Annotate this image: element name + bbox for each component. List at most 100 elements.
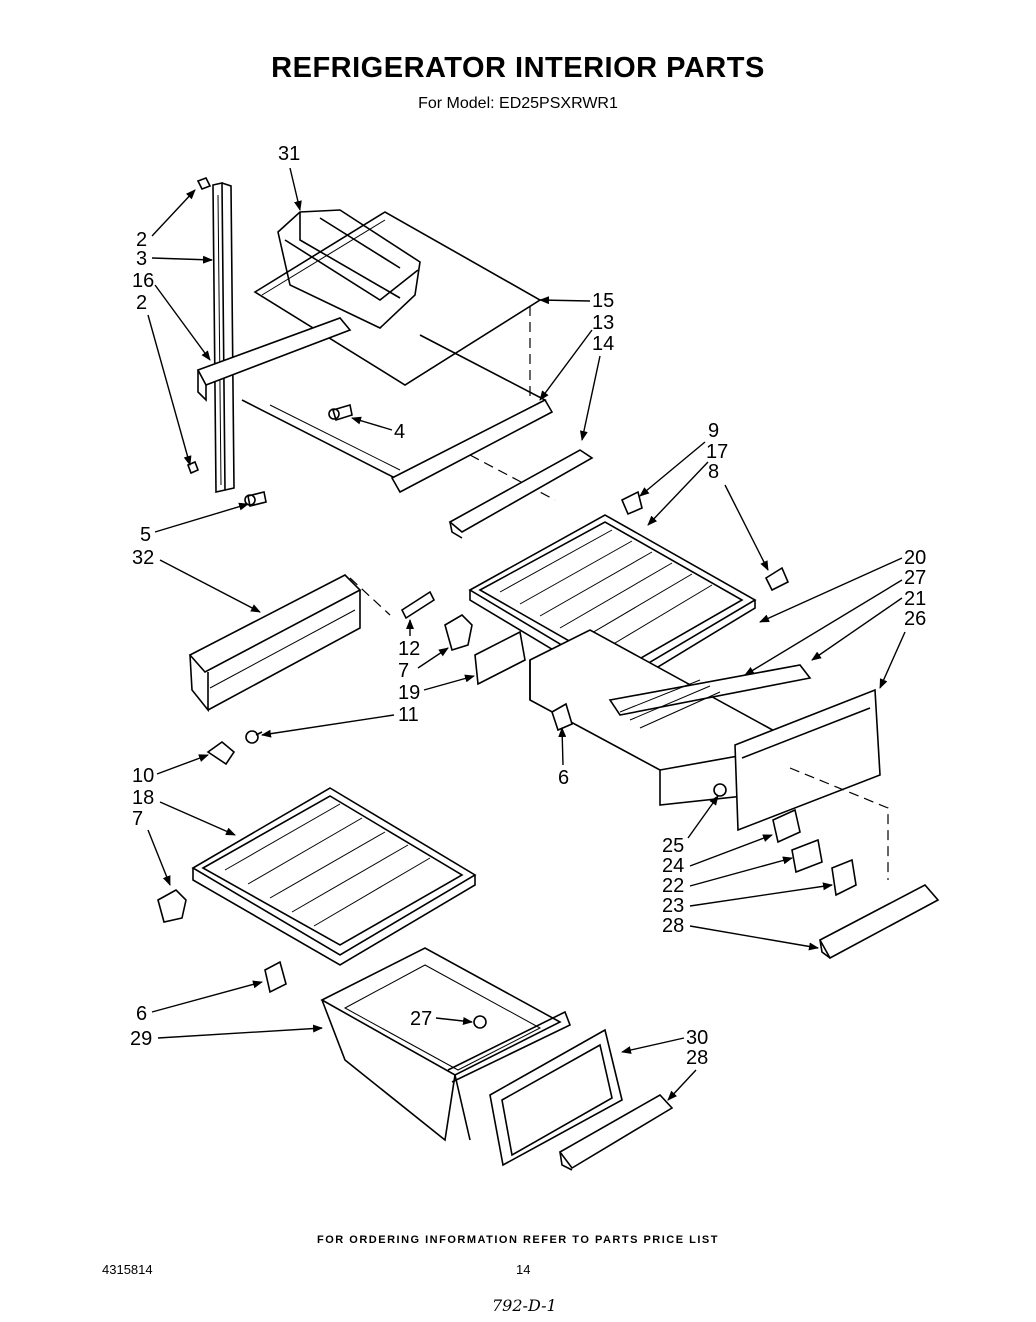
svg-text:22: 22 xyxy=(662,875,684,897)
svg-text:14: 14 xyxy=(592,333,614,355)
svg-text:27: 27 xyxy=(904,567,926,589)
callout-9: 9 xyxy=(639,420,719,497)
svg-text:18: 18 xyxy=(132,787,154,809)
rivet-part-11 xyxy=(245,730,263,744)
shelf-frame-part-13 xyxy=(196,317,556,501)
callout-7-lower: 7 xyxy=(132,808,171,886)
svg-text:8: 8 xyxy=(708,461,719,483)
callout-10: 10 xyxy=(132,754,209,787)
control-parts-24-23-22 xyxy=(713,783,857,897)
svg-text:17: 17 xyxy=(706,441,728,463)
bracket-part-19 xyxy=(474,630,526,686)
callout-27: 27 xyxy=(744,567,926,676)
svg-text:19: 19 xyxy=(398,682,420,704)
callout-3: 3 xyxy=(136,248,213,270)
callout-8: 8 xyxy=(708,461,769,571)
crisper-drawer-part-29 xyxy=(320,947,572,1142)
svg-text:30: 30 xyxy=(686,1027,708,1049)
callout-6-lower: 6 xyxy=(136,980,263,1025)
callout-11: 11 xyxy=(261,704,419,738)
callout-29: 29 xyxy=(130,1024,323,1050)
svg-text:25: 25 xyxy=(662,835,684,857)
trim-part-28-right xyxy=(818,883,940,960)
callout-19: 19 xyxy=(398,674,475,704)
svg-text:4: 4 xyxy=(394,421,405,443)
svg-text:2: 2 xyxy=(136,292,147,314)
hinge-part-10 xyxy=(206,740,236,766)
callout-23: 23 xyxy=(662,882,833,917)
drawer-part-20 xyxy=(529,629,812,806)
callout-22: 22 xyxy=(662,856,793,897)
callout-17: 17 xyxy=(647,441,728,526)
handwritten-code: 792-D-1 xyxy=(492,1296,557,1315)
callout-12: 12 xyxy=(398,619,420,660)
screw-part-5 xyxy=(244,491,267,507)
callout-26: 26 xyxy=(879,608,926,689)
ordering-note: FOR ORDERING INFORMATION REFER TO PARTS … xyxy=(317,1234,719,1246)
callout-31: 31 xyxy=(278,143,302,211)
svg-text:9: 9 xyxy=(708,420,719,442)
screw-part-27-lower xyxy=(473,1015,487,1029)
page-title: REFRIGERATOR INTERIOR PARTS xyxy=(271,52,765,84)
svg-text:28: 28 xyxy=(662,915,684,937)
callout-2-top: 2 xyxy=(136,189,196,251)
cover-part-32 xyxy=(188,574,391,713)
callout-24: 24 xyxy=(662,834,773,877)
svg-text:10: 10 xyxy=(132,765,154,787)
callout-30: 30 xyxy=(621,1027,708,1054)
clip-part-6-lower xyxy=(264,960,287,994)
svg-text:12: 12 xyxy=(398,638,420,660)
callout-21: 21 xyxy=(811,588,926,661)
callout-28-lower: 28 xyxy=(667,1047,708,1101)
callout-15: 15 xyxy=(539,290,614,312)
callout-25: 25 xyxy=(662,795,719,857)
svg-text:16: 16 xyxy=(132,270,154,292)
callout-27-lower: 27 xyxy=(410,1008,473,1030)
callout-18: 18 xyxy=(132,787,236,836)
callout-6-middle: 6 xyxy=(558,727,569,789)
svg-text:5: 5 xyxy=(140,524,151,546)
svg-text:29: 29 xyxy=(130,1028,152,1050)
callout-28-right: 28 xyxy=(662,915,819,951)
clip-part-6-middle xyxy=(551,702,573,732)
trim-part-14 xyxy=(448,449,594,539)
screw-part-4 xyxy=(328,403,353,422)
svg-text:3: 3 xyxy=(136,248,147,270)
trim-part-28-lower xyxy=(558,1093,674,1171)
support-part-7-lower xyxy=(157,889,187,923)
svg-text:28: 28 xyxy=(686,1047,708,1069)
page-number: 14 xyxy=(516,1262,531,1277)
callout-14: 14 xyxy=(579,333,614,441)
document-number: 4315814 xyxy=(102,1262,153,1277)
drawer-front-part-26 xyxy=(734,688,889,880)
callout-20: 20 xyxy=(759,547,926,623)
callout-4: 4 xyxy=(351,416,405,443)
svg-text:13: 13 xyxy=(592,312,614,334)
svg-text:7: 7 xyxy=(132,808,143,830)
svg-text:20: 20 xyxy=(904,547,926,569)
callout-16: 16 xyxy=(132,270,211,361)
svg-text:23: 23 xyxy=(662,895,684,917)
pin-part-12 xyxy=(400,590,436,620)
rail-assembly xyxy=(186,176,235,493)
support-part-7 xyxy=(444,613,473,652)
crisper-bin-part-31 xyxy=(277,209,421,329)
svg-text:31: 31 xyxy=(278,143,300,165)
svg-text:2: 2 xyxy=(136,229,147,251)
clip-part-9 xyxy=(620,490,643,516)
svg-text:24: 24 xyxy=(662,855,684,877)
svg-text:7: 7 xyxy=(398,660,409,682)
callout-13: 13 xyxy=(539,312,614,401)
svg-text:15: 15 xyxy=(592,290,614,312)
model-subtitle: For Model: ED25PSXRWR1 xyxy=(418,95,618,112)
svg-text:32: 32 xyxy=(132,547,154,569)
clip-part-8 xyxy=(764,566,790,592)
svg-text:6: 6 xyxy=(136,1003,147,1025)
drawer-front-part-30 xyxy=(489,1028,623,1167)
callout-2-lower: 2 xyxy=(136,292,192,466)
callout-32: 32 xyxy=(132,547,261,613)
svg-text:21: 21 xyxy=(904,588,926,610)
svg-text:27: 27 xyxy=(410,1008,432,1030)
callout-5: 5 xyxy=(140,502,249,546)
